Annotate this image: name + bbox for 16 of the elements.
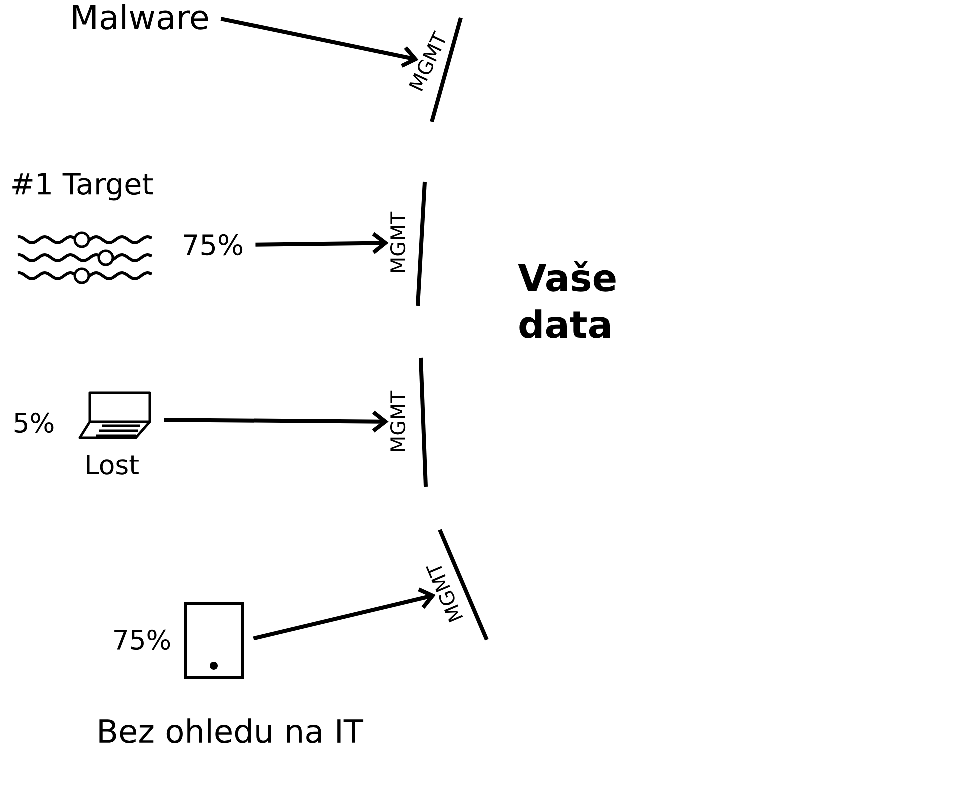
mgmt-label: MGMT (390, 212, 406, 272)
tablet-drawing (184, 602, 244, 680)
arrow (253, 588, 436, 641)
laptop-drawing (78, 392, 152, 440)
arrow (220, 17, 419, 68)
mgmt-label: MGMT (390, 390, 406, 452)
beside-label: 75% (114, 630, 170, 650)
malware-label: Malware (73, 4, 208, 30)
heading-label: #1 Target (12, 173, 153, 201)
arrow (256, 232, 389, 254)
percentage-label: 75% (184, 234, 243, 256)
arrow (164, 410, 389, 433)
beside-label: 5% (14, 412, 54, 434)
caption-label: Bez ohledu na IT (100, 718, 364, 744)
beside-label: Lost (87, 455, 139, 475)
data-label: Vaše data (518, 261, 616, 339)
